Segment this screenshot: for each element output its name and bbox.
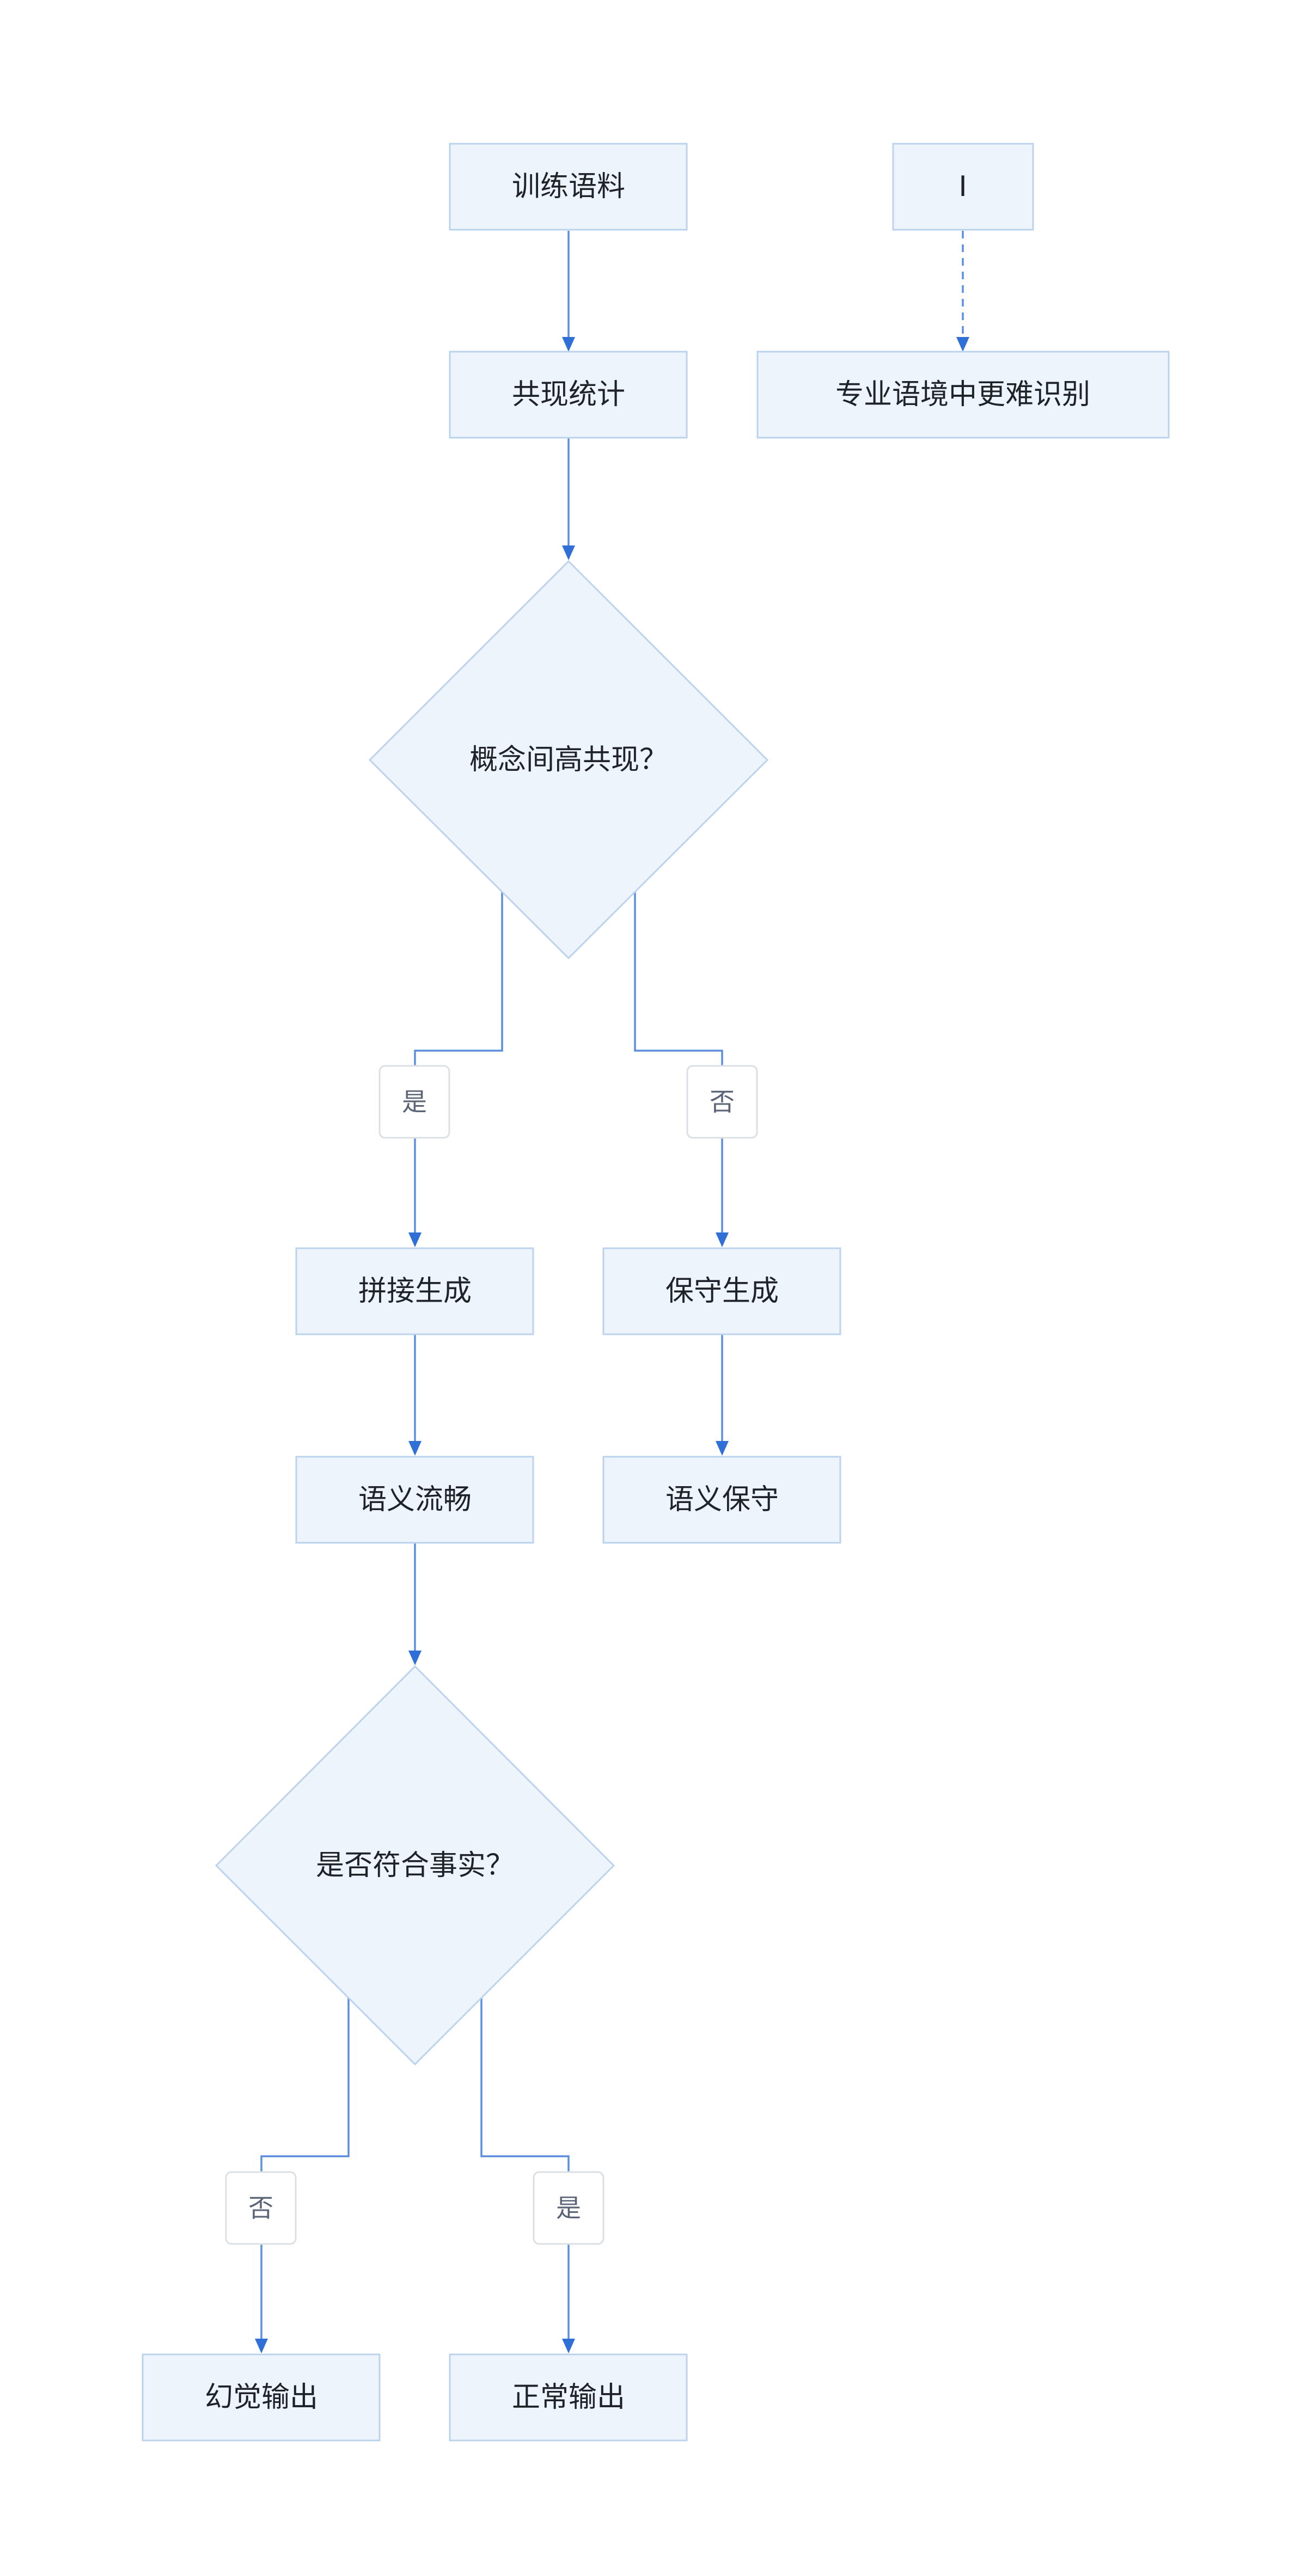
arrowhead-fluent-to-fact xyxy=(408,1651,422,1665)
node-normal: 正常输出 xyxy=(449,2353,688,2442)
nodes: 训练语料 I 共现统计 专业语境中更难识别 概念间高共现？ 拼接生成 保守生成 xyxy=(142,143,1170,2442)
node-hard-identify: 专业语境中更难识别 xyxy=(756,351,1170,439)
node-conservative-text: 保守生成 xyxy=(665,1275,779,1308)
edge-labels: 是 否 否 是 xyxy=(225,1065,758,2245)
node-corpus-text: 训练语料 xyxy=(512,170,625,203)
node-splice: 拼接生成 xyxy=(295,1247,534,1335)
edge-decision-to-splice xyxy=(414,891,503,1237)
edge-label-cooccur-no-text: 否 xyxy=(710,1087,735,1117)
node-cooccur: 共现统计 xyxy=(449,351,688,439)
node-conservative: 保守生成 xyxy=(602,1247,841,1335)
edge-label-cooccur-yes-text: 是 xyxy=(402,1087,427,1117)
node-normal-text: 正常输出 xyxy=(512,2381,625,2414)
edge-label-fact-yes: 是 xyxy=(533,2171,604,2245)
node-semantic-conservative-text: 语义保守 xyxy=(665,1483,779,1516)
arrowhead-cooccur-to-decision xyxy=(562,545,575,560)
node-i: I xyxy=(892,143,1034,231)
decision-fact: 是否符合事实？ xyxy=(215,1665,615,2066)
edges xyxy=(255,231,969,2353)
node-hallucination: 幻觉输出 xyxy=(142,2353,381,2442)
node-i-text: I xyxy=(958,170,967,203)
decision-cooccur-text: 概念间高共现？ xyxy=(469,744,668,776)
node-corpus: 训练语料 xyxy=(449,143,688,231)
arrowhead-fact-to-hallucination xyxy=(255,2339,268,2353)
node-semantic-conservative: 语义保守 xyxy=(602,1456,841,1544)
arrowhead-corpus-to-cooccur xyxy=(562,337,575,352)
node-fluent-text: 语义流畅 xyxy=(358,1483,472,1516)
edge-fact-to-normal xyxy=(480,1996,570,2343)
edge-label-fact-no-text: 否 xyxy=(248,2193,273,2223)
edge-label-fact-yes-text: 是 xyxy=(556,2193,581,2223)
node-hallucination-text: 幻觉输出 xyxy=(205,2381,318,2414)
arrowhead-conservative-to-semantic xyxy=(716,1441,729,1456)
arrowhead-decision-to-conservative xyxy=(716,1232,729,1247)
edge-decision-to-conservative xyxy=(634,891,723,1237)
arrowhead-splice-to-fluent xyxy=(408,1441,422,1456)
node-hard-identify-text: 专业语境中更难识别 xyxy=(835,378,1090,411)
edge-label-cooccur-yes: 是 xyxy=(378,1065,450,1139)
arrowhead-decision-to-splice xyxy=(408,1232,422,1247)
edge-label-cooccur-no: 否 xyxy=(686,1065,758,1139)
edge-fact-to-hallucination xyxy=(260,1996,350,2343)
edge-label-fact-no: 否 xyxy=(225,2171,297,2245)
node-splice-text: 拼接生成 xyxy=(358,1275,472,1308)
decision-cooccur: 概念间高共现？ xyxy=(368,560,769,960)
node-cooccur-text: 共现统计 xyxy=(512,378,625,411)
arrowhead-fact-to-normal xyxy=(562,2339,575,2353)
decision-fact-text: 是否符合事实？ xyxy=(316,1849,514,1882)
arrowhead-i-to-hard xyxy=(956,337,969,352)
node-fluent: 语义流畅 xyxy=(295,1456,534,1544)
